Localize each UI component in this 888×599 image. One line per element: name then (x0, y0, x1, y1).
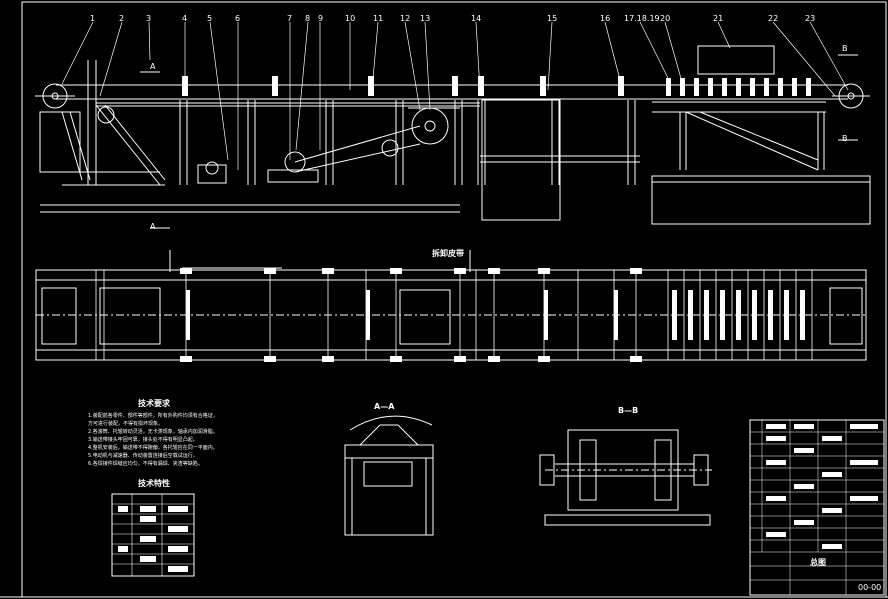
part-number-23: 23 (805, 14, 816, 23)
section-aa-view (344, 415, 434, 536)
part-number-15: 15 (547, 14, 558, 23)
part-number-20: 20 (660, 14, 671, 23)
tech-note-3: 2.各滚筒、托辊转动灵活，无卡滞现象，轴承内加润滑脂。 (88, 429, 218, 435)
section-a-marker-bottom: A (150, 222, 156, 231)
title-block-name: 总图 (810, 558, 826, 567)
idler-supports (179, 100, 636, 185)
part-number-6: 6 (235, 14, 241, 23)
title-block-drawing-no: 00-00 (858, 583, 882, 592)
part-number-17-18-19: 17.18.19 (624, 14, 660, 23)
section-bb-view (539, 429, 712, 526)
part-number-11: 11 (373, 14, 384, 23)
tech-data-table (111, 493, 195, 577)
section-a-marker-top: A (150, 62, 156, 71)
tech-note-4: 3.输送带接头牢固可靠，接头处不得有明显凸起。 (88, 437, 198, 443)
section-b-marker-top: B (842, 44, 848, 53)
motor (197, 164, 227, 184)
hopper (697, 45, 775, 75)
part-number-9: 9 (318, 14, 324, 23)
plan-view-title: 拆卸皮带 (432, 249, 464, 258)
part-number-22: 22 (768, 14, 779, 23)
part-number-8: 8 (305, 14, 311, 23)
tech-requirements-notes: 1.装配前各零件、部件等部件，所有外购件均须有合格证， 方可进行装配，不得有损坏… (88, 412, 298, 468)
part-number-12: 12 (400, 14, 411, 23)
part-number-7: 7 (287, 14, 293, 23)
tech-note-2: 方可进行装配，不得有损坏现象。 (88, 421, 164, 427)
tech-data-title: 技术特性 (138, 479, 170, 488)
parts-list (749, 419, 885, 596)
section-b-marker-bottom: B (842, 134, 848, 143)
tech-note-7: 6.各焊接件焊缝应均匀，不得有漏焊、夹渣等缺陷。 (88, 461, 203, 467)
part-number-5: 5 (207, 14, 213, 23)
part-number-3: 3 (146, 14, 152, 23)
tech-note-5: 4.整机安装后，输送带不得跑偏，各托辊应在同一平面内。 (88, 445, 218, 451)
drive-pulley (411, 107, 449, 145)
part-number-2: 2 (119, 14, 125, 23)
tech-note-1: 1.装配前各零件、部件等部件，所有外购件均须有合格证， (88, 413, 218, 419)
section-aa-title: A—A (374, 402, 395, 411)
section-bb-title: B—B (618, 406, 639, 415)
part-number-1: 1 (90, 14, 96, 23)
part-number-21: 21 (713, 14, 724, 23)
tech-note-6: 5.电动机与减速器、传动装置连接后空载试运行。 (88, 453, 198, 459)
part-number-16: 16 (600, 14, 611, 23)
tech-requirements-title: 技术要求 (138, 399, 170, 408)
part-number-4: 4 (182, 14, 188, 23)
part-number-13: 13 (420, 14, 431, 23)
part-number-10: 10 (345, 14, 356, 23)
part-number-14: 14 (471, 14, 482, 23)
